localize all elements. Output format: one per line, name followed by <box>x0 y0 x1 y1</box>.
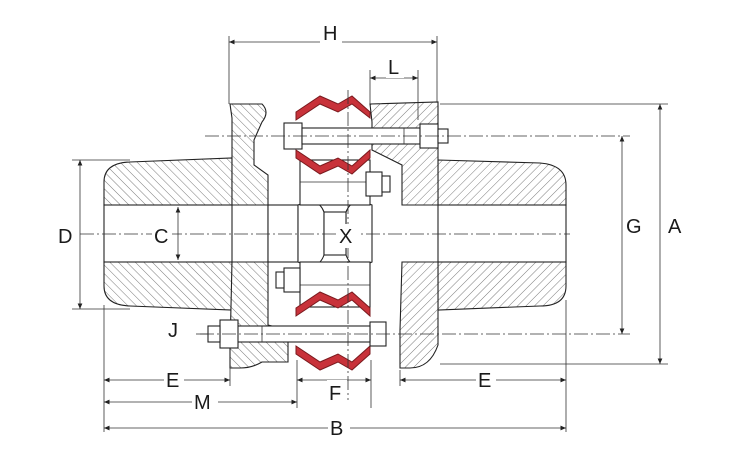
label-x: X <box>339 226 352 248</box>
dimension-h <box>228 36 438 104</box>
label-b: B <box>330 418 343 440</box>
elastomer-element-bottom-inner <box>295 344 371 371</box>
right-hub <box>437 159 567 311</box>
label-h: H <box>323 23 337 45</box>
label-f: F <box>329 383 341 405</box>
upper-inner-bolt <box>365 171 391 197</box>
label-m: M <box>194 392 211 414</box>
elastomer-element-top-outer <box>295 95 371 121</box>
label-e-right: E <box>478 370 491 392</box>
lower-inner-bolt <box>275 267 301 293</box>
label-a: A <box>668 216 682 238</box>
label-d: D <box>58 226 72 248</box>
label-c: C <box>154 226 168 248</box>
label-g: G <box>626 216 642 238</box>
dimension-d <box>72 159 130 310</box>
label-j: J <box>168 320 178 342</box>
elastomer-element-top-inner <box>295 148 371 175</box>
dimension-a <box>440 103 668 365</box>
left-hub <box>103 157 233 311</box>
center-spool <box>297 159 373 308</box>
label-e-left: E <box>166 370 179 392</box>
label-l: L <box>388 57 399 79</box>
elastomer-element-bottom-outer <box>295 291 371 318</box>
